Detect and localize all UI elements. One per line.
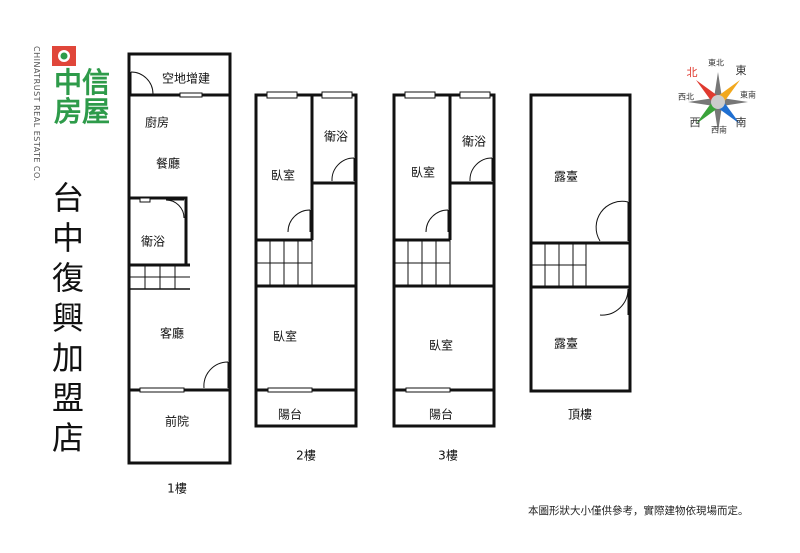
room-bedroom: 臥室 [428, 338, 454, 353]
compass-ne: 東北 [708, 58, 724, 68]
room-bath: 衛浴 [461, 134, 487, 149]
room-living: 客廳 [159, 326, 185, 341]
title-char: 加 [51, 339, 84, 377]
compass-e: 東 [735, 64, 747, 77]
room-front-yard: 前院 [164, 414, 190, 429]
floor-2-walls [254, 93, 358, 428]
title-char: 復 [51, 259, 84, 297]
floor-label-3f: 3樓 [438, 448, 458, 463]
room-extension: 空地增建 [161, 71, 211, 86]
floor-label-1f: 1樓 [167, 481, 187, 496]
room-bedroom: 臥室 [410, 165, 436, 180]
title-char: 盟 [51, 379, 84, 417]
floor-label-roof: 頂樓 [567, 407, 593, 422]
title-char: 興 [51, 299, 84, 337]
room-bedroom: 臥室 [270, 168, 296, 183]
logo-english: CHINATRUST REAL ESTATE CO. [32, 46, 41, 182]
store-title: 台 中 復 興 加 盟 店 [48, 178, 88, 458]
compass-n: 北 [686, 66, 698, 79]
compass-sw: 西南 [711, 125, 727, 135]
room-bath: 衛浴 [140, 234, 166, 249]
disclaimer: 本圖形狀大小僅供參考，實際建物依現場而定。 [528, 505, 749, 517]
compass-s: 南 [735, 116, 747, 129]
room-balcony: 陽台 [277, 407, 303, 422]
compass-w: 西 [689, 116, 701, 129]
title-char: 店 [51, 419, 84, 457]
room-kitchen: 廚房 [144, 115, 170, 130]
room-bedroom: 臥室 [272, 329, 298, 344]
logo-text: 中信房屋 [54, 66, 111, 128]
compass-icon [688, 72, 748, 132]
room-terrace: 露臺 [553, 169, 579, 184]
room-bath: 衛浴 [323, 129, 349, 144]
room-dining: 餐廳 [155, 156, 181, 171]
compass-nw: 西北 [678, 92, 694, 102]
room-terrace: 露臺 [553, 336, 579, 351]
roof-walls [529, 93, 632, 393]
title-char: 中 [51, 219, 84, 257]
floor-label-2f: 2樓 [296, 448, 316, 463]
compass-se: 東南 [740, 90, 756, 100]
room-balcony: 陽台 [428, 407, 454, 422]
title-char: 台 [51, 179, 84, 217]
